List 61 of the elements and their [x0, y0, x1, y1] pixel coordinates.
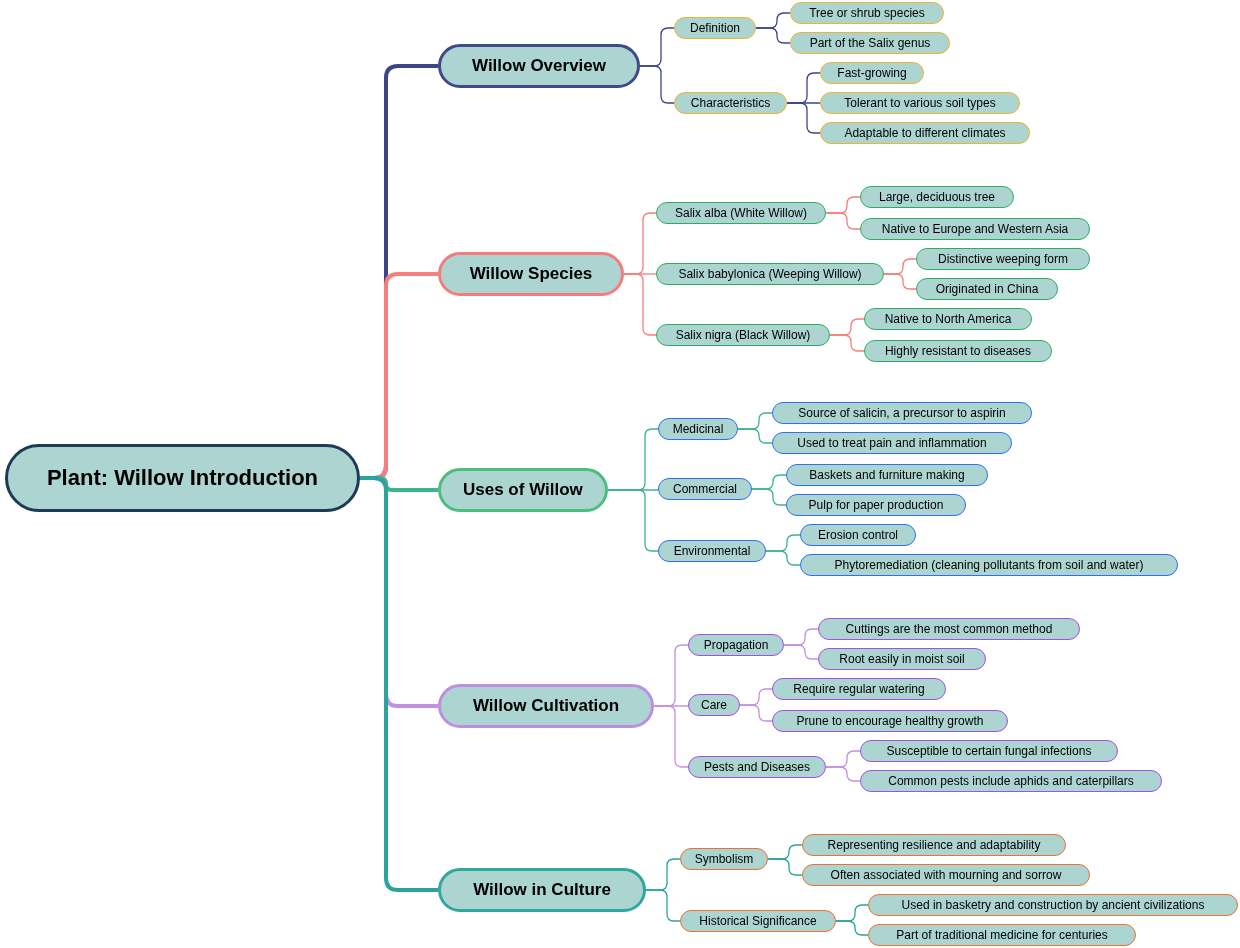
connector-line [737, 428, 773, 444]
detail-topic: Large, deciduous tree [860, 186, 1014, 208]
connector-line [751, 488, 787, 506]
connector-line [829, 334, 865, 352]
detail-topic: Root easily in moist soil [818, 648, 986, 670]
subtopic: Historical Significance [680, 910, 836, 932]
main-topic: Uses of Willow [438, 468, 608, 512]
connector-line [755, 27, 791, 44]
connector-line [360, 476, 438, 892]
detail-topic: Pulp for paper production [786, 494, 966, 516]
detail-topic: Part of the Salix genus [790, 32, 950, 54]
subtopic: Commercial [658, 478, 752, 500]
main-topic: Willow Overview [438, 44, 640, 88]
detail-topic: Native to Europe and Western Asia [860, 218, 1090, 240]
main-topic: Willow Species [438, 252, 624, 296]
detail-topic: Baskets and furniture making [786, 464, 988, 486]
connector-line [825, 766, 861, 782]
subtopic: Environmental [658, 540, 766, 562]
connector-line [645, 889, 681, 922]
subtopic: Salix babylonica (Weeping Willow) [656, 263, 884, 285]
connector-line [783, 644, 819, 660]
detail-topic: Native to North America [864, 308, 1032, 330]
main-topic: Willow Cultivation [438, 684, 654, 728]
subtopic: Characteristics [674, 92, 787, 114]
detail-topic: Distinctive weeping form [916, 248, 1090, 270]
detail-topic: Susceptible to certain fungal infections [860, 740, 1118, 762]
connector-line [883, 273, 917, 290]
connector-line [739, 704, 773, 722]
detail-topic: Originated in China [916, 278, 1058, 300]
detail-topic: Tree or shrub species [790, 2, 944, 24]
subtopic: Pests and Diseases [688, 756, 826, 778]
subtopic: Symbolism [680, 848, 768, 870]
subtopic: Salix alba (White Willow) [656, 202, 826, 224]
detail-topic: Require regular watering [772, 678, 946, 700]
connector-line [835, 920, 869, 936]
detail-topic: Used in basketry and construction by ancient civilizations [868, 894, 1238, 916]
detail-topic: Often associated with mourning and sorrow [802, 864, 1090, 886]
connector-line [825, 212, 861, 230]
detail-topic: Representing resilience and adaptability [802, 834, 1066, 856]
subtopic: Medicinal [658, 418, 738, 440]
detail-topic: Adaptable to different climates [820, 122, 1030, 144]
detail-topic: Erosion control [800, 524, 916, 546]
detail-topic: Prune to encourage healthy growth [772, 710, 1008, 732]
subtopic: Care [688, 694, 740, 716]
detail-topic: Fast-growing [820, 62, 924, 84]
detail-topic: Cuttings are the most common method [818, 618, 1080, 640]
detail-topic: Part of traditional medicine for centuries [868, 924, 1136, 946]
connector-line [765, 550, 801, 566]
detail-topic: Common pests include aphids and caterpillars [860, 770, 1162, 792]
connector-line [767, 858, 803, 876]
subtopic: Propagation [688, 634, 784, 656]
central-topic: Plant: Willow Introduction [5, 444, 360, 512]
subtopic: Definition [674, 17, 756, 39]
subtopic: Salix nigra (Black Willow) [656, 324, 830, 346]
detail-topic: Tolerant to various soil types [820, 92, 1020, 114]
detail-topic: Phytoremediation (cleaning pollutants from soil and water) [800, 554, 1178, 576]
detail-topic: Source of salicin, a precursor to aspirin [772, 402, 1032, 424]
connector-line [653, 705, 689, 768]
detail-topic: Highly resistant to diseases [864, 340, 1052, 362]
detail-topic: Used to treat pain and inflammation [772, 432, 1012, 454]
main-topic: Willow in Culture [438, 868, 646, 912]
